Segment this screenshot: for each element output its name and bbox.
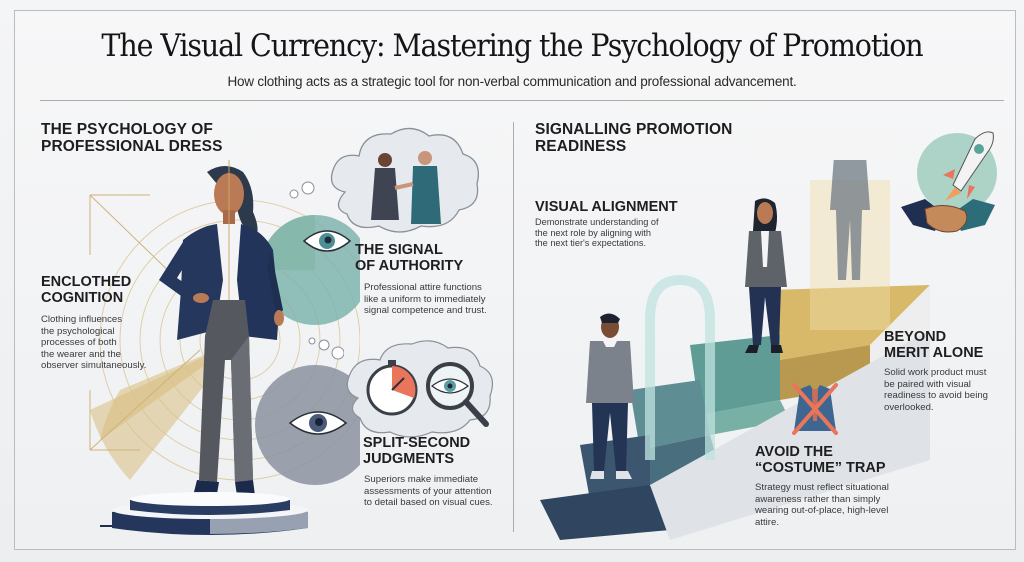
signal-of-authority-body: Professional attire functions like a uni… [364,282,487,317]
title-line: BEYOND [884,329,947,345]
heading-line: PROFESSIONAL DRESS [41,138,223,155]
rocket-handshake-icon [901,131,997,233]
right-section-heading: SIGNALLING PROMOTION READINESS [535,121,732,155]
title-line: ENCLOTHED [41,274,132,290]
woman-on-step-illustration [745,198,787,353]
body-line: assessments of your attention [364,485,492,497]
body-line: processes of both [41,337,117,348]
body-line: Clothing influences [41,314,123,325]
title-line: JUDGMENTS [363,450,455,467]
title-line: THE SIGNAL [355,242,443,258]
thought-dots-bottom [308,337,344,360]
stopwatch-magnifier-cloud [346,340,493,438]
visual-alignment-title: VISUAL ALIGNMENT [535,199,678,216]
concentric-arcs-graphic [89,194,360,481]
body-line: the next tier's expectations. [535,238,647,248]
body-line: observer simultaneously. [41,360,147,371]
body-line: Demonstrate understanding of [535,217,659,227]
page-title: The Visual Currency: Mastering the Psych… [101,28,923,64]
split-second-judgments-body: Superiors make immediate assessments of … [364,474,493,509]
heading-line: READINESS [535,138,627,155]
body-line: be paired with visual [884,378,971,390]
body-line: readiness to avoid being [884,390,989,401]
body-line: wearing out-of-place, high-level [755,505,889,516]
handshake-thought-cloud [330,127,480,233]
body-line: attire. [755,516,779,528]
man-on-step-illustration [586,313,634,479]
page-subtitle: How clothing acts as a strategic tool fo… [227,74,797,89]
eye-icon-navy [288,411,348,435]
body-line: awareness rather than simply [755,493,881,505]
thought-dots-top [289,181,315,199]
crossed-suit-icon [792,383,838,435]
heading-line: THE PSYCHOLOGY OF [41,121,213,138]
body-line: signal competence and trust. [364,305,487,316]
heading-line: SIGNALLING PROMOTION [535,121,733,138]
professional-woman-illustration [159,160,284,496]
split-second-judgments-title: SPLIT-SECOND JUDGMENTS [363,435,471,467]
eye-icon-teal [302,230,352,252]
body-line: Solid work product must [884,367,987,378]
column-divider [513,122,514,532]
title-line: COGNITION [41,289,124,306]
signal-of-authority-title: THE SIGNAL OF AUTHORITY [355,242,464,274]
body-line: the psychological [41,325,115,337]
header-divider [40,100,1004,101]
title-line: VISUAL ALIGNMENT [535,199,678,215]
title-line: AVOID THE [755,444,833,460]
body-line: like a uniform to immediately [364,293,486,305]
title-line: “COSTUME” TRAP [755,459,886,476]
body-line: Superiors make immediate [364,474,479,485]
beyond-merit-alone-body: Solid work product must be paired with v… [884,367,988,413]
avoid-costume-trap-body: Strategy must reflect situational awaren… [755,482,889,528]
body-line: the next role by aligning with [535,227,651,238]
podium-graphic [100,492,308,535]
visual-alignment-body: Demonstrate understanding of the next ro… [535,217,659,249]
promotion-staircase-illustration [540,160,930,540]
avoid-costume-trap-title: AVOID THE “COSTUME” TRAP [755,444,886,476]
title-line: SPLIT-SECOND [363,435,471,451]
enclothed-cognition-body: Clothing influences the psychological pr… [41,314,146,372]
body-line: Strategy must reflect situational [755,482,889,493]
title-line: OF AUTHORITY [355,257,464,274]
title-line: MERIT ALONE [884,344,984,361]
body-line: overlooked. [884,401,934,413]
body-line: Professional attire functions [364,282,482,293]
beyond-merit-alone-title: BEYOND MERIT ALONE [884,329,984,361]
enclothed-cognition-title: ENCLOTHED COGNITION [41,274,132,306]
body-line: the wearer and the [41,348,122,360]
left-section-heading: THE PSYCHOLOGY OF PROFESSIONAL DRESS [41,121,223,155]
body-line: to detail based on visual cues. [364,497,493,508]
